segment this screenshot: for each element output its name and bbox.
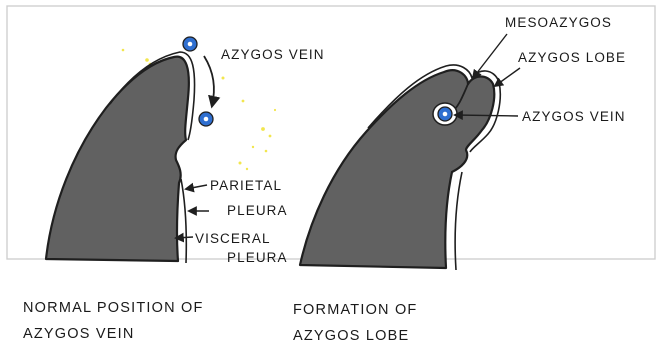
azygos-lobe-pointer <box>495 68 520 86</box>
left-lung-shape <box>46 57 189 261</box>
left-azygos-vein-bottom <box>199 112 213 126</box>
visceral-pointer <box>176 237 193 238</box>
parietal-pointer <box>186 185 207 189</box>
migration-arrow <box>204 56 214 106</box>
right-azygos-vein <box>433 103 457 125</box>
label-azygos-lobe: AZYGOS LOBE <box>518 50 626 65</box>
label-azygos-vein-right: AZYGOS VEIN <box>522 109 626 124</box>
right-lung <box>300 65 500 270</box>
left-azygos-vein-top <box>183 37 197 51</box>
azygos-vein-pointer <box>455 115 518 116</box>
right-lower-pleura-line <box>455 172 462 270</box>
left-lung <box>46 52 195 263</box>
label-parietal: PARIETAL <box>210 178 282 193</box>
label-azygos-vein-left: AZYGOS VEIN <box>221 47 325 62</box>
left-pleura-outer-line <box>181 179 186 263</box>
right-lung-shape <box>300 70 494 268</box>
caption-left-line2: AZYGOS VEIN <box>23 326 135 342</box>
label-mesoazygos: MESOAZYGOS <box>505 15 612 30</box>
caption-right-line2: AZYGOS LOBE <box>293 328 409 344</box>
label-pleura-1: PLEURA <box>227 203 288 218</box>
label-visceral: VISCERAL <box>195 231 271 246</box>
label-pleura-2: PLEURA <box>227 250 288 265</box>
caption-right-line1: FORMATION OF <box>293 302 417 318</box>
caption-left-line1: NORMAL POSITION OF <box>23 300 204 316</box>
